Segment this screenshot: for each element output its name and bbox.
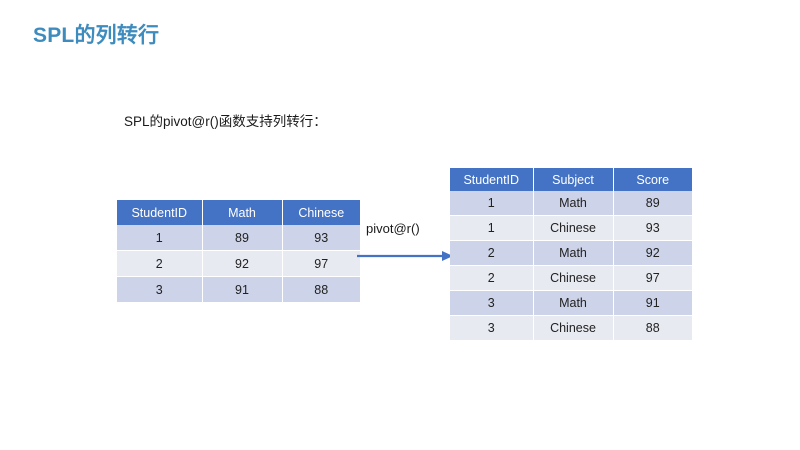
result-cell-subject: Math [533,240,614,266]
result-cell-subject: Chinese [533,215,614,241]
result-cell-studentid: 1 [450,215,534,241]
result-cell-score: 97 [613,265,692,291]
result-cell-score: 93 [613,215,692,241]
right-arrow-icon [357,251,453,261]
source-header-studentid: StudentID [117,200,203,225]
result-cell-studentid: 2 [450,240,534,266]
source-table: StudentID Math Chinese 1 89 93 2 92 97 3… [117,200,360,302]
source-cell-chinese: 97 [282,250,360,277]
table-row: 1 89 93 [117,225,360,251]
subtitle-text: SPL的pivot@r()函数支持列转行： [124,114,327,129]
table-header-row: StudentID Subject Score [450,168,692,191]
table-row: 3 Chinese 88 [450,315,692,340]
source-cell-math: 89 [202,225,283,251]
table-row: 2 Chinese 97 [450,265,692,291]
result-cell-subject: Math [533,290,614,316]
result-cell-subject: Math [533,191,614,216]
result-header-studentid: StudentID [450,168,534,191]
table-row: 1 Math 89 [450,191,692,216]
result-cell-studentid: 3 [450,315,534,340]
table-row: 3 Math 91 [450,290,692,316]
source-header-math: Math [202,200,283,225]
source-cell-studentid: 1 [117,225,203,251]
source-header-chinese: Chinese [282,200,360,225]
table-row: 1 Chinese 93 [450,215,692,241]
result-cell-score: 89 [613,191,692,216]
result-cell-score: 88 [613,315,692,340]
source-cell-studentid: 2 [117,250,203,277]
result-header-score: Score [613,168,692,191]
arrow-label: pivot@r() [366,221,420,236]
result-cell-score: 92 [613,240,692,266]
result-cell-score: 91 [613,290,692,316]
result-cell-subject: Chinese [533,315,614,340]
table-row: 2 92 97 [117,250,360,277]
table-row: 2 Math 92 [450,240,692,266]
result-cell-subject: Chinese [533,265,614,291]
result-table: StudentID Subject Score 1 Math 89 1 Chin… [450,168,692,340]
table-header-row: StudentID Math Chinese [117,200,360,225]
result-header-subject: Subject [533,168,614,191]
source-cell-chinese: 93 [282,225,360,251]
page-title: SPL的列转行 [33,24,160,47]
table-row: 3 91 88 [117,276,360,302]
result-cell-studentid: 1 [450,191,534,216]
result-cell-studentid: 3 [450,290,534,316]
source-cell-studentid: 3 [117,276,203,302]
source-cell-math: 91 [202,276,283,302]
source-cell-math: 92 [202,250,283,277]
result-cell-studentid: 2 [450,265,534,291]
source-cell-chinese: 88 [282,276,360,302]
